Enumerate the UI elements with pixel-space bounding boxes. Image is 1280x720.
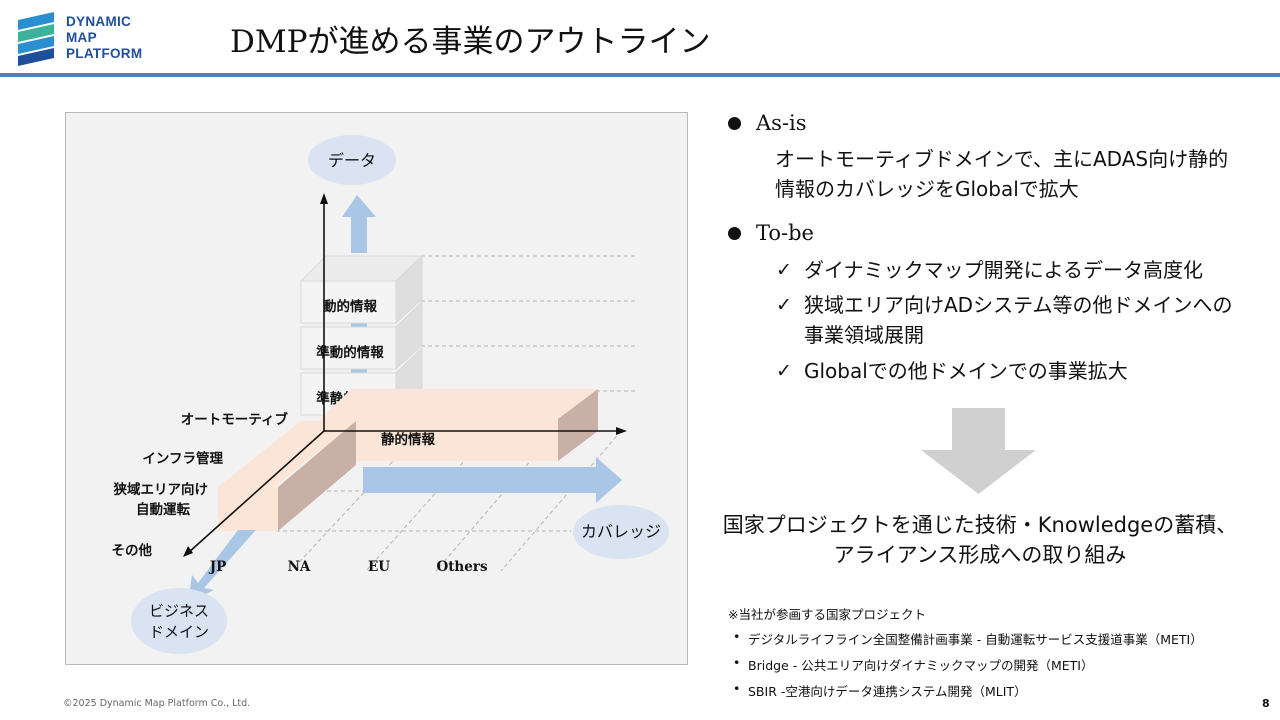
conclusion-line-2: アライアンス形成への取り組み	[833, 543, 1127, 567]
static-coverage-bar	[321, 389, 598, 461]
page-title: DMPが進める事業のアウトライン	[230, 24, 711, 60]
logo-line-3: PLATFORM	[66, 46, 143, 61]
region-label-eu: EU	[368, 559, 390, 575]
bullet-icon: •	[733, 655, 741, 670]
coverage-axis-label: カバレッジ	[581, 522, 661, 541]
axes	[187, 199, 621, 554]
y-axis-arrowhead	[320, 193, 328, 204]
checkmark-icon: ✓	[776, 360, 792, 382]
business-domain-axis-ellipse	[131, 588, 227, 654]
business-domain-label-line1: ビジネス	[149, 602, 209, 620]
project-item: • デジタルライフライン全国整備計画事業 - 自動運転サービス支援道事業（MET…	[733, 629, 1203, 648]
to-be-heading: To-be	[728, 221, 814, 245]
x-axis-arrowhead	[616, 427, 627, 435]
down-arrow-icon	[921, 408, 1036, 494]
bullet-icon: •	[733, 629, 741, 644]
to-be-item-continuation: 事業領域展開	[804, 320, 924, 350]
logo-text: DYNAMIC MAP PLATFORM	[66, 14, 166, 62]
to-be-item: ✓ 狭域エリア向けADシステム等の他ドメインへの	[776, 290, 1232, 320]
project-item-text: SBIR -空港向けデータ連携システム開発（MLIT）	[748, 684, 1027, 699]
projects-note: ※当社が参画する国家プロジェクト	[728, 607, 926, 622]
as-is-line-2: 情報のカバレッジをGlobalで拡大	[775, 177, 1079, 201]
conclusion-text: 国家プロジェクトを通じた技術・Knowledgeの蓄積、 アライアンス形成への取…	[700, 510, 1260, 570]
company-logo: DYNAMIC MAP PLATFORM	[16, 12, 156, 66]
coverage-growth-arrow	[363, 457, 622, 503]
as-is-line-1: オートモーティブドメインで、主にADAS向け静的	[775, 147, 1229, 171]
as-is-label: As-is	[756, 111, 807, 135]
to-be-item-text: 狭域エリア向けADシステム等の他ドメインへの	[804, 293, 1233, 317]
domain-label-other: その他	[112, 542, 153, 559]
project-item-text: デジタルライフライン全国整備計画事業 - 自動運転サービス支援道事業（METI）	[748, 632, 1203, 647]
page-number: 8	[1262, 697, 1270, 710]
layer-label-semi-dynamic: 準動的情報	[316, 344, 384, 361]
layer-label-dynamic: 動的情報	[323, 298, 377, 315]
data-axis-ellipse	[308, 135, 396, 185]
logo-mark-icon	[18, 12, 54, 66]
checkmark-icon: ✓	[776, 294, 792, 316]
bullet-dot-icon	[728, 226, 741, 240]
business-domain-label-line2: ドメイン	[149, 623, 209, 641]
checkmark-icon: ✓	[776, 259, 792, 281]
z-axis-arrowhead	[183, 546, 193, 557]
coverage-axis-ellipse	[573, 505, 669, 559]
domain-label-infrastructure: インフラ管理	[142, 450, 223, 467]
project-item: • Bridge - 公共エリア向けダイナミックマップの開発（METI）	[733, 655, 1093, 674]
domain-growth-arrow	[188, 530, 256, 603]
diagram-canvas: データ 動的情報 準動的情報 準静的情報 静的情報	[112, 135, 669, 654]
to-be-item: ✓ Globalでの他ドメインでの事業拡大	[776, 356, 1128, 386]
domain-label-automotive: オートモーティブ	[181, 411, 289, 428]
base-layer-label: 静的情報	[381, 431, 435, 448]
layer-cubes	[299, 253, 424, 417]
bullet-icon: •	[733, 681, 741, 696]
business-outline-diagram: データ 動的情報 準動的情報 準静的情報 静的情報	[65, 112, 688, 665]
domain-expansion-bar	[218, 421, 356, 531]
conclusion-line-1: 国家プロジェクトを通じた技術・Knowledgeの蓄積、	[722, 513, 1238, 537]
logo-line-2: MAP	[66, 30, 97, 45]
domain-label-narrow-area: 狭域エリア向け	[113, 481, 209, 498]
project-item-text: Bridge - 公共エリア向けダイナミックマップの開発（METI）	[748, 658, 1094, 673]
as-is-heading: As-is	[728, 111, 807, 135]
bullet-dot-icon	[728, 116, 741, 130]
region-label-others: Others	[436, 559, 488, 575]
to-be-item-text: Globalでの他ドメインでの事業拡大	[804, 359, 1128, 383]
region-label-jp: JP	[209, 559, 227, 575]
logo-line-1: DYNAMIC	[66, 14, 132, 29]
to-be-label: To-be	[756, 221, 814, 245]
to-be-item: ✓ ダイナミックマップ開発によるデータ高度化	[776, 255, 1203, 285]
to-be-item-text: ダイナミックマップ開発によるデータ高度化	[804, 258, 1203, 282]
copyright-footer: ©2025 Dynamic Map Platform Co., Ltd.	[63, 698, 251, 709]
project-item: • SBIR -空港向けデータ連携システム開発（MLIT）	[733, 681, 1027, 700]
to-be-item-text: 事業領域展開	[804, 323, 924, 347]
header-divider	[0, 73, 1280, 77]
region-label-na: NA	[288, 559, 311, 575]
data-axis-label: データ	[328, 151, 376, 170]
domain-label-autonomous-driving: 自動運転	[136, 501, 190, 518]
